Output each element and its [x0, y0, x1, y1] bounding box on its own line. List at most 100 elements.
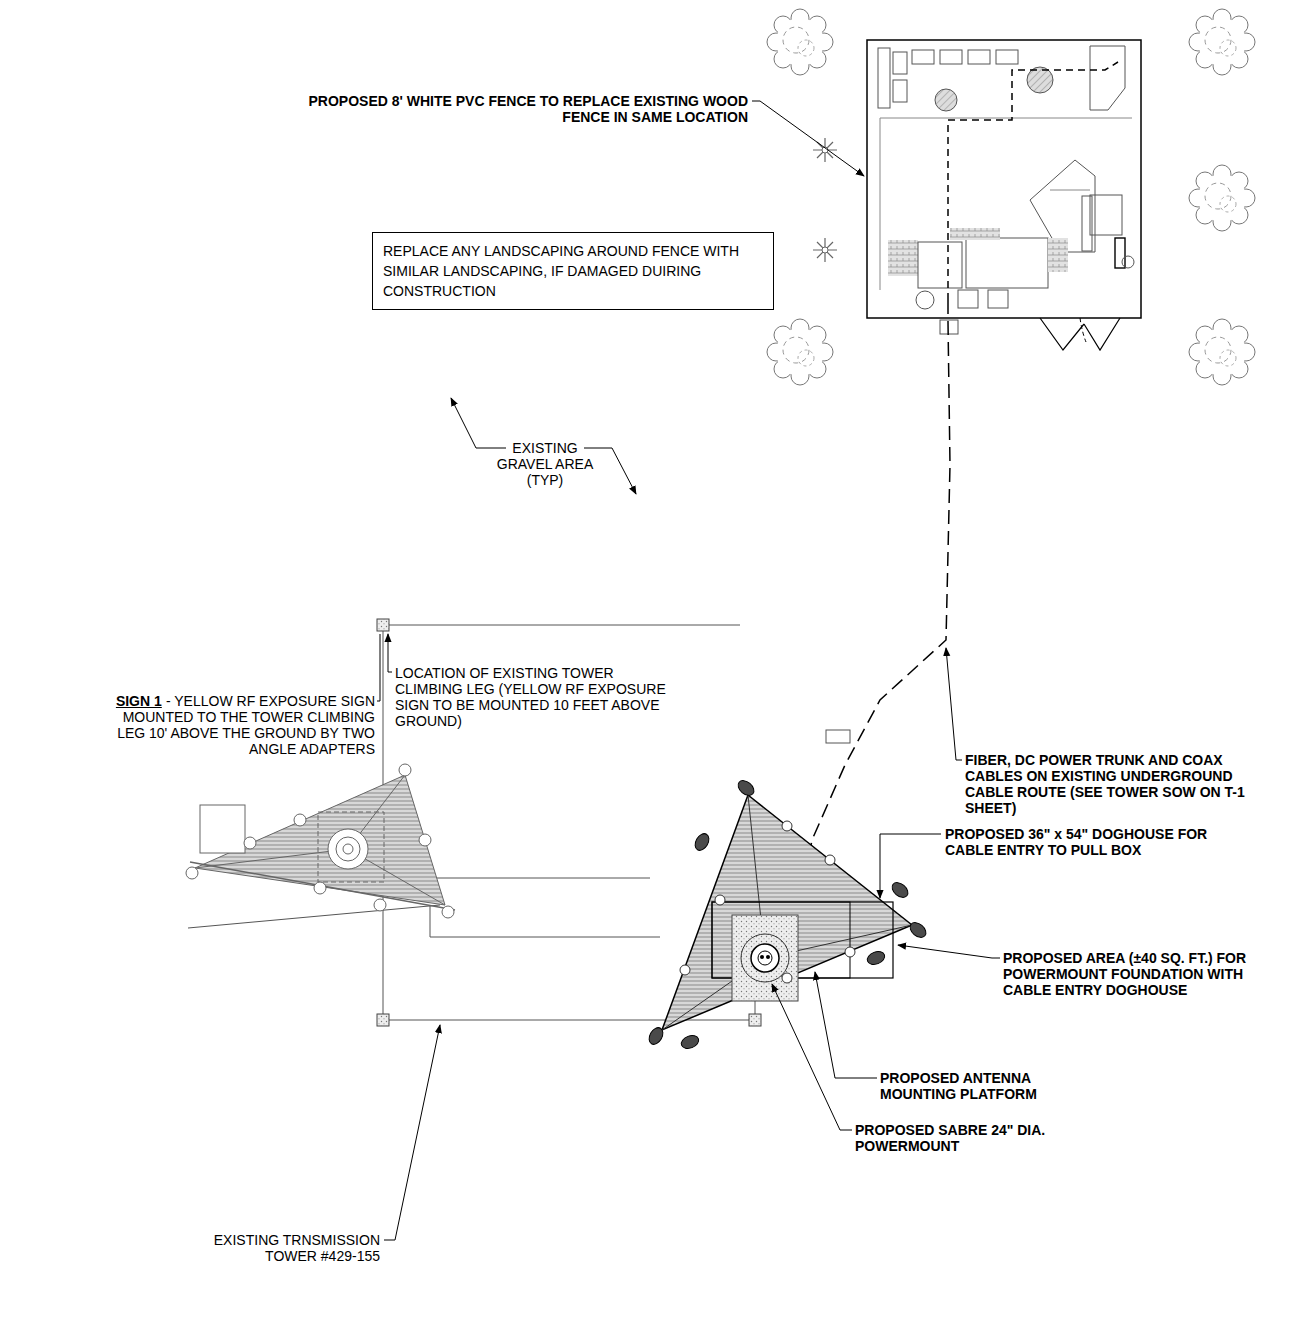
- equipment-compound: [988, 290, 1008, 308]
- leader-lines: [815, 972, 877, 1078]
- existing-antenna-platform: [442, 906, 454, 918]
- trees: [767, 319, 833, 385]
- leader-lines: [772, 984, 852, 1130]
- trees: [767, 9, 833, 75]
- proposed-antenna-platform: [679, 1033, 700, 1050]
- proposed-antenna-platform: [662, 795, 912, 1030]
- existing-antenna-platform: [336, 837, 360, 861]
- proposed-antenna-platform: [646, 1025, 665, 1047]
- equipment-compound: [1084, 318, 1120, 350]
- equipment-compound: [918, 242, 962, 288]
- proposed-antenna-platform: [782, 973, 792, 983]
- existing-antenna-platform: [195, 775, 445, 905]
- transmission-tower: [430, 905, 431, 937]
- existing-antenna-platform: [399, 764, 411, 776]
- leader-lines: [384, 1025, 440, 1240]
- proposed-antenna-platform: [758, 951, 772, 965]
- equipment-compound: [912, 50, 934, 64]
- equipment-compound: [996, 50, 1018, 64]
- callout-label: FIBER, DC POWER TRUNK AND COAX CABLES ON…: [965, 752, 1245, 816]
- callout-label: EXISTING TRNSMISSION TOWER #429-155: [214, 1232, 380, 1264]
- existing-antenna-platform: [186, 764, 455, 918]
- trees: [767, 9, 1255, 385]
- proposed-antenna-platform: [782, 821, 792, 831]
- existing-antenna-platform: [318, 812, 384, 882]
- transmission-tower: [430, 937, 660, 938]
- leader-lines: [377, 101, 1000, 1240]
- equipment-compound: [1090, 195, 1122, 235]
- proposed-antenna-platform: [680, 821, 855, 983]
- callout-label: GRAVEL AREA (TYP): [485, 456, 605, 488]
- proposed-antenna-platform: [760, 955, 764, 959]
- equipment-compound: [940, 50, 962, 64]
- leader-lines: [388, 634, 392, 672]
- equipment-compound: [867, 40, 1141, 318]
- label-group: PROPOSED 36" x 54" DOGHOUSE FOR CABLE EN…: [945, 826, 1245, 858]
- transmission-tower: [383, 625, 740, 626]
- label-group: EXISTINGGRAVEL AREA (TYP): [485, 440, 605, 488]
- equipment-compound: [1040, 318, 1084, 350]
- proposed-antenna-platform: [766, 955, 770, 959]
- callout-label: EXISTING: [485, 440, 605, 456]
- sign-number: SIGN 1: [116, 693, 162, 709]
- proposed-antenna-platform: [735, 778, 757, 799]
- proposed-antenna-platform: [741, 934, 789, 982]
- equipment-compound: [1122, 256, 1134, 268]
- existing-antenna-platform: [244, 837, 256, 849]
- equipment-compound: [878, 48, 890, 108]
- existing-antenna-platform: [314, 882, 326, 894]
- existing-antenna-platform: [374, 899, 386, 911]
- existing-antenna-platform: [343, 844, 353, 854]
- proposed-antenna-platform: [732, 915, 798, 1001]
- note-text: REPLACE ANY LANDSCAPING AROUND FENCE WIT…: [383, 241, 763, 301]
- transmission-tower: [377, 619, 389, 631]
- underground-cable-route: [800, 300, 950, 905]
- leader-lines: [752, 101, 864, 176]
- equipment-compound: [1090, 46, 1125, 110]
- leader-lines: [898, 945, 1000, 958]
- trees: [1189, 165, 1255, 231]
- leader-lines: [377, 634, 380, 701]
- equipment-compound: [1048, 238, 1068, 272]
- existing-antenna-platform: [186, 867, 198, 879]
- existing-antenna-platform: [294, 814, 306, 826]
- proposed-antenna-platform: [865, 949, 886, 966]
- label-group: PROPOSED 8' WHITE PVC FENCE TO REPLACE E…: [308, 93, 748, 125]
- equipment-compound: [968, 50, 990, 64]
- proposed-antenna-platform: [751, 944, 779, 972]
- equipment-compound: [893, 52, 907, 74]
- equipment-compound: [893, 80, 907, 102]
- proposed-antenna-platform: [825, 855, 835, 865]
- proposed-antenna-platform: [646, 778, 928, 1051]
- equipment-compound: [935, 89, 957, 111]
- label-group: LOCATION OF EXISTING TOWER CLIMBING LEG …: [395, 665, 667, 729]
- proposed-antenna-platform: [646, 778, 928, 1051]
- equipment-compound: [958, 290, 978, 308]
- equipment-compound: [880, 118, 881, 290]
- label-group: PROPOSED AREA (±40 SQ. FT.) FOR POWERMOU…: [1003, 950, 1273, 998]
- trees: [1189, 9, 1255, 75]
- transmission-tower: [188, 905, 440, 928]
- transmission-tower: [430, 878, 650, 879]
- leader-lines: [451, 398, 506, 448]
- equipment-compound: [1080, 318, 1086, 342]
- equipment-compound: [916, 291, 934, 309]
- callout-label: PROPOSED ANTENNA MOUNTING PLATFORM: [880, 1070, 1037, 1102]
- equipment-compound: [1050, 190, 1090, 191]
- transmission-tower: [383, 1020, 755, 1021]
- equipment-compound: [940, 320, 958, 334]
- existing-antenna-platform: [328, 829, 368, 869]
- trees: [1189, 319, 1255, 385]
- existing-antenna-platform: [419, 834, 431, 846]
- callout-label: PROPOSED AREA (±40 SQ. FT.) FOR POWERMOU…: [1003, 950, 1246, 998]
- underground-cable-route: [800, 300, 950, 905]
- label-group: PROPOSED ANTENNA MOUNTING PLATFORM: [880, 1070, 1080, 1102]
- existing-antenna-platform: [190, 862, 455, 910]
- label-group: FIBER, DC POWER TRUNK AND COAX CABLES ON…: [965, 752, 1257, 816]
- transmission-tower: [377, 1014, 389, 1026]
- trees: [813, 238, 837, 262]
- proposed-antenna-platform: [889, 880, 911, 901]
- label-group: PROPOSED SABRE 24" DIA. POWERMOUNT: [855, 1122, 1105, 1154]
- proposed-antenna-platform: [845, 947, 855, 957]
